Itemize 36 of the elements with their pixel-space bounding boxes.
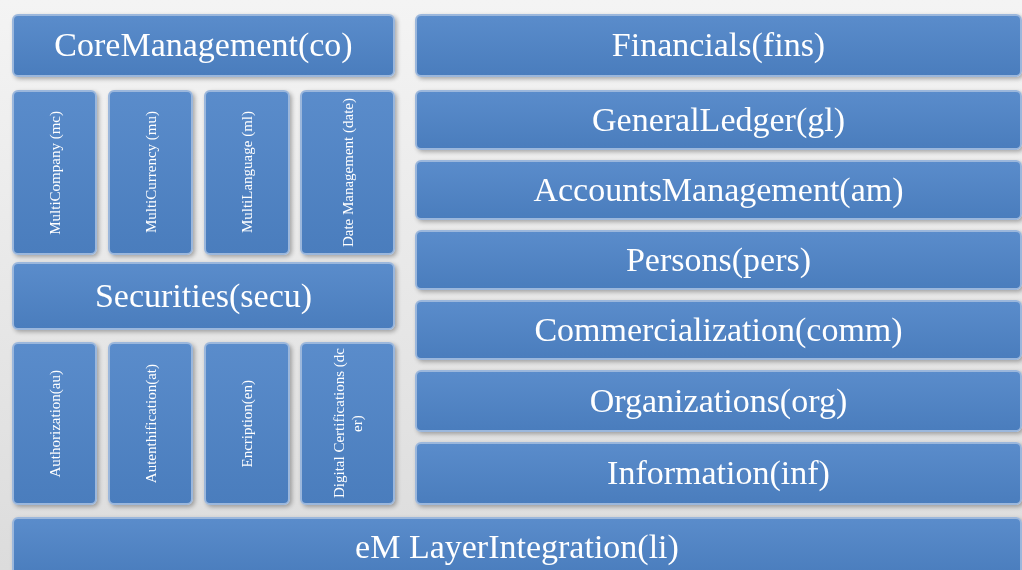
module-box [415,230,1022,290]
module-box [12,342,97,505]
module-box [415,90,1022,150]
module-label: Digital Certifications (dcer) [329,347,366,501]
module-label: Autenthification(at) [141,363,160,484]
module-box [300,342,395,505]
module-box [415,160,1022,220]
module-box [12,262,395,330]
module-box [12,90,97,255]
module-label: eM LayerIntegration(li) [355,526,679,567]
module-label: Persons(pers) [625,239,812,280]
module-box [415,442,1022,505]
module-box [415,370,1022,432]
module-box [108,342,193,505]
module-box [12,517,1022,570]
module-label: AccountsManagement(am) [533,169,904,210]
module-box [204,342,290,505]
module-label: Securities(secu) [94,275,313,316]
module-label: GeneralLedger(gl) [592,99,845,140]
module-label: Information(inf) [607,453,830,494]
module-label: Financials(fins) [611,25,826,66]
module-label: MultiLanguage (ml) [238,111,256,234]
module-box [108,90,193,255]
module-label: Date Management (date) [338,97,357,248]
module-label: MultiCurrency (mu) [141,111,160,234]
module-box [300,90,395,255]
module-label: MultiCompany (mc) [45,110,64,235]
module-label: Encription(en) [238,379,256,468]
module-box [415,14,1022,77]
module-label: Authorization(au) [45,369,64,478]
module-box [204,90,290,255]
module-box [12,14,395,77]
module-box [415,300,1022,360]
module-label: Commercialization(comm) [534,309,903,350]
module-label: CoreManagement(co) [54,25,353,66]
module-label: Organizations(org) [589,380,848,421]
